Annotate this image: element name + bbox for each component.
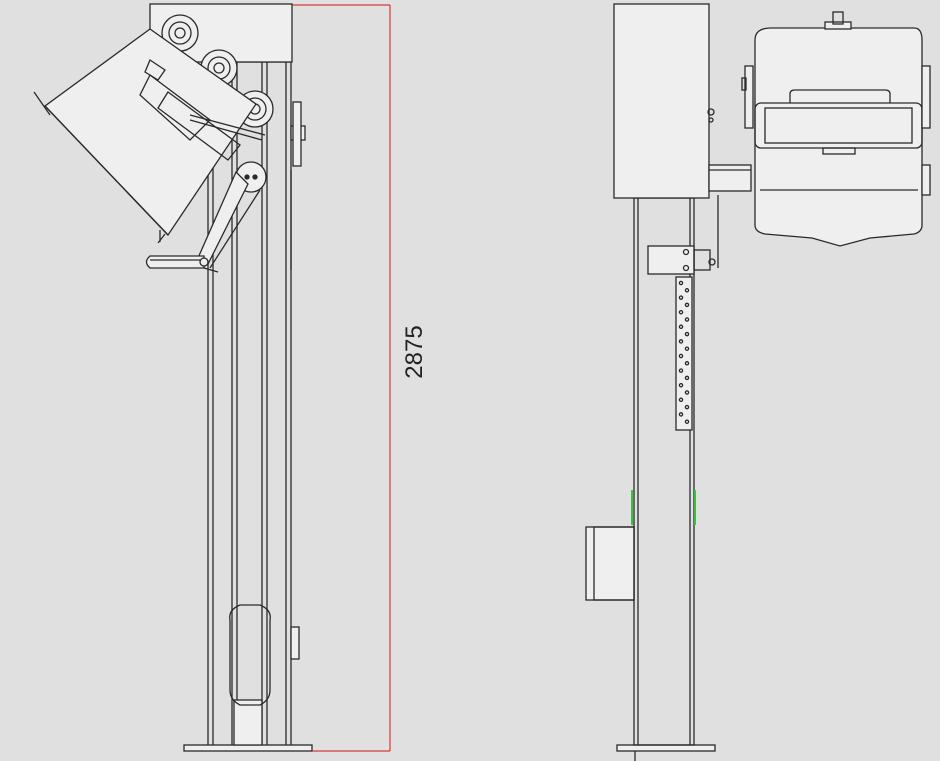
strip-hole [678,368,684,373]
side-view: 2875 [33,3,428,752]
strip-hole [684,419,690,424]
side-handle [145,255,219,273]
strip-hole [678,353,684,359]
front-perforated-strip [675,276,693,431]
side-tilted-bin [33,28,257,244]
side-base-plate [183,744,313,752]
strip-hole [684,390,690,395]
strip-holes [678,280,690,424]
side-lower-housing [229,604,271,746]
strip-hole [684,331,690,337]
strip-hole [684,375,690,381]
strip-hole [684,288,690,293]
front-mount-arm [708,164,752,268]
strip-hole [678,295,684,300]
strip-hole [678,397,684,403]
front-control-box [647,245,716,275]
side-bracket-lower [290,626,300,660]
strip-hole [678,339,684,344]
front-motor-box [613,3,710,199]
front-view [585,3,931,761]
strip-hole [678,382,684,388]
strip-hole [678,309,684,315]
strip-hole [684,346,690,351]
front-bolt [707,108,715,116]
side-flange [290,101,306,270]
strip-hole [684,317,690,322]
front-clamp-right [921,65,931,196]
front-bin [754,27,923,247]
strip-hole [678,280,684,286]
dimension-label: 2875 [401,325,428,378]
strip-hole [678,324,684,330]
front-clamp-left [741,65,754,129]
front-base-plate [616,744,716,752]
strip-hole [684,361,690,366]
strip-hole [678,412,684,417]
front-bin-latch [824,11,852,30]
strip-hole [684,302,690,308]
height-dimension: 2875 [292,4,428,752]
strip-hole [684,404,690,410]
front-lower-box [585,526,635,601]
side-clamp [139,59,266,161]
